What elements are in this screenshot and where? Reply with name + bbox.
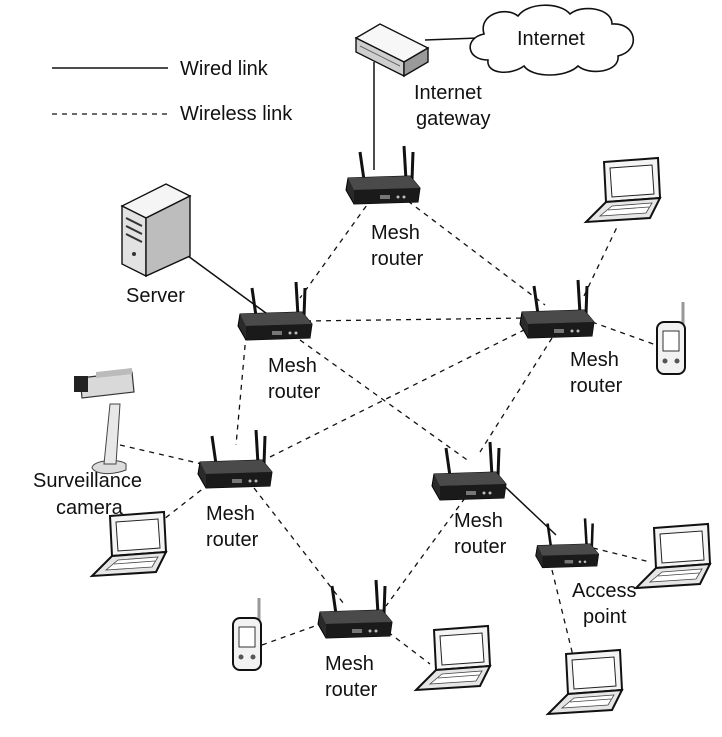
pda-icon bbox=[231, 596, 263, 672]
wireless-link bbox=[551, 569, 577, 669]
wireless-link bbox=[479, 337, 553, 453]
mesh-router-middle-right: Mesh router bbox=[430, 440, 508, 558]
mesh-router-middle-left: Mesh router bbox=[196, 428, 274, 551]
router-label-line1: Mesh bbox=[454, 510, 503, 532]
surveillance-camera: Surveillance camera bbox=[33, 368, 142, 519]
server-label: Server bbox=[126, 285, 185, 307]
router-label-line1: Mesh bbox=[268, 355, 317, 377]
router-label-line1: Mesh bbox=[570, 349, 619, 371]
gateway-label-line1: Internet bbox=[414, 82, 482, 104]
camera-label-line2: camera bbox=[56, 497, 124, 519]
router-label-line1: Mesh bbox=[206, 503, 255, 525]
access-point-label-line1: Access bbox=[572, 580, 636, 602]
legend-wireless-label: Wireless link bbox=[180, 103, 293, 125]
wireless-link bbox=[299, 339, 471, 463]
laptop-icon bbox=[585, 157, 661, 223]
laptop-icon bbox=[91, 511, 167, 577]
access-point: Access point bbox=[534, 517, 636, 628]
wireless-link bbox=[261, 621, 327, 646]
router-label-line1: Mesh bbox=[371, 222, 420, 244]
wireless-link bbox=[299, 197, 373, 299]
camera-icon bbox=[74, 368, 135, 475]
mesh-router-left: Mesh router bbox=[236, 280, 321, 403]
router-icon bbox=[518, 278, 596, 340]
gateway-icon bbox=[354, 23, 430, 78]
router-icon bbox=[316, 578, 394, 640]
pda-icon bbox=[655, 300, 687, 376]
laptop-icon bbox=[415, 625, 491, 691]
router-icon bbox=[430, 440, 508, 502]
laptop-icon bbox=[547, 649, 623, 715]
wireless-link bbox=[592, 547, 651, 563]
access-point-icon bbox=[534, 517, 600, 569]
router-label-line2: router bbox=[268, 381, 321, 403]
wireless-link bbox=[235, 334, 247, 446]
router-icon bbox=[344, 144, 422, 206]
mesh-router-top: Mesh router bbox=[344, 144, 424, 270]
internet-label: Internet bbox=[517, 28, 585, 50]
gateway-label-line2: gateway bbox=[416, 108, 491, 130]
router-label-line2: router bbox=[206, 529, 259, 551]
wireless-links bbox=[119, 194, 657, 669]
wireless-link bbox=[387, 631, 431, 665]
legend-wired-label: Wired link bbox=[180, 58, 269, 80]
wired-link-server-router bbox=[187, 255, 271, 317]
laptop-icon bbox=[635, 523, 711, 589]
wireless-link bbox=[399, 194, 546, 306]
internet-cloud: Internet bbox=[469, 4, 635, 76]
router-icon bbox=[236, 280, 314, 342]
mesh-router-bottom: Mesh router bbox=[316, 578, 394, 701]
wired-link-router-accesspoint bbox=[499, 481, 557, 536]
wired-links bbox=[187, 37, 557, 536]
wireless-link bbox=[269, 326, 531, 458]
wireless-link bbox=[583, 224, 619, 297]
mesh-router-right: Mesh router bbox=[518, 278, 623, 397]
router-icon bbox=[196, 428, 274, 490]
wireless-link bbox=[591, 321, 657, 346]
server-icon bbox=[120, 183, 192, 278]
router-label-line2: router bbox=[325, 679, 378, 701]
router-label-line2: router bbox=[371, 248, 424, 270]
legend: Wired link Wireless link bbox=[52, 58, 293, 125]
router-label-line2: router bbox=[454, 536, 507, 558]
wireless-link bbox=[385, 497, 466, 607]
internet-gateway: Internet gateway bbox=[354, 23, 491, 130]
router-label-line1: Mesh bbox=[325, 653, 374, 675]
server: Server bbox=[120, 183, 192, 307]
camera-label-line1: Surveillance bbox=[33, 470, 142, 492]
wireless-link bbox=[253, 487, 345, 605]
wired-link-gateway-internet bbox=[424, 37, 479, 41]
wireless-link bbox=[305, 317, 529, 322]
access-point-label-line2: point bbox=[583, 606, 627, 628]
router-label-line2: router bbox=[570, 375, 623, 397]
wireless-link bbox=[119, 444, 203, 465]
